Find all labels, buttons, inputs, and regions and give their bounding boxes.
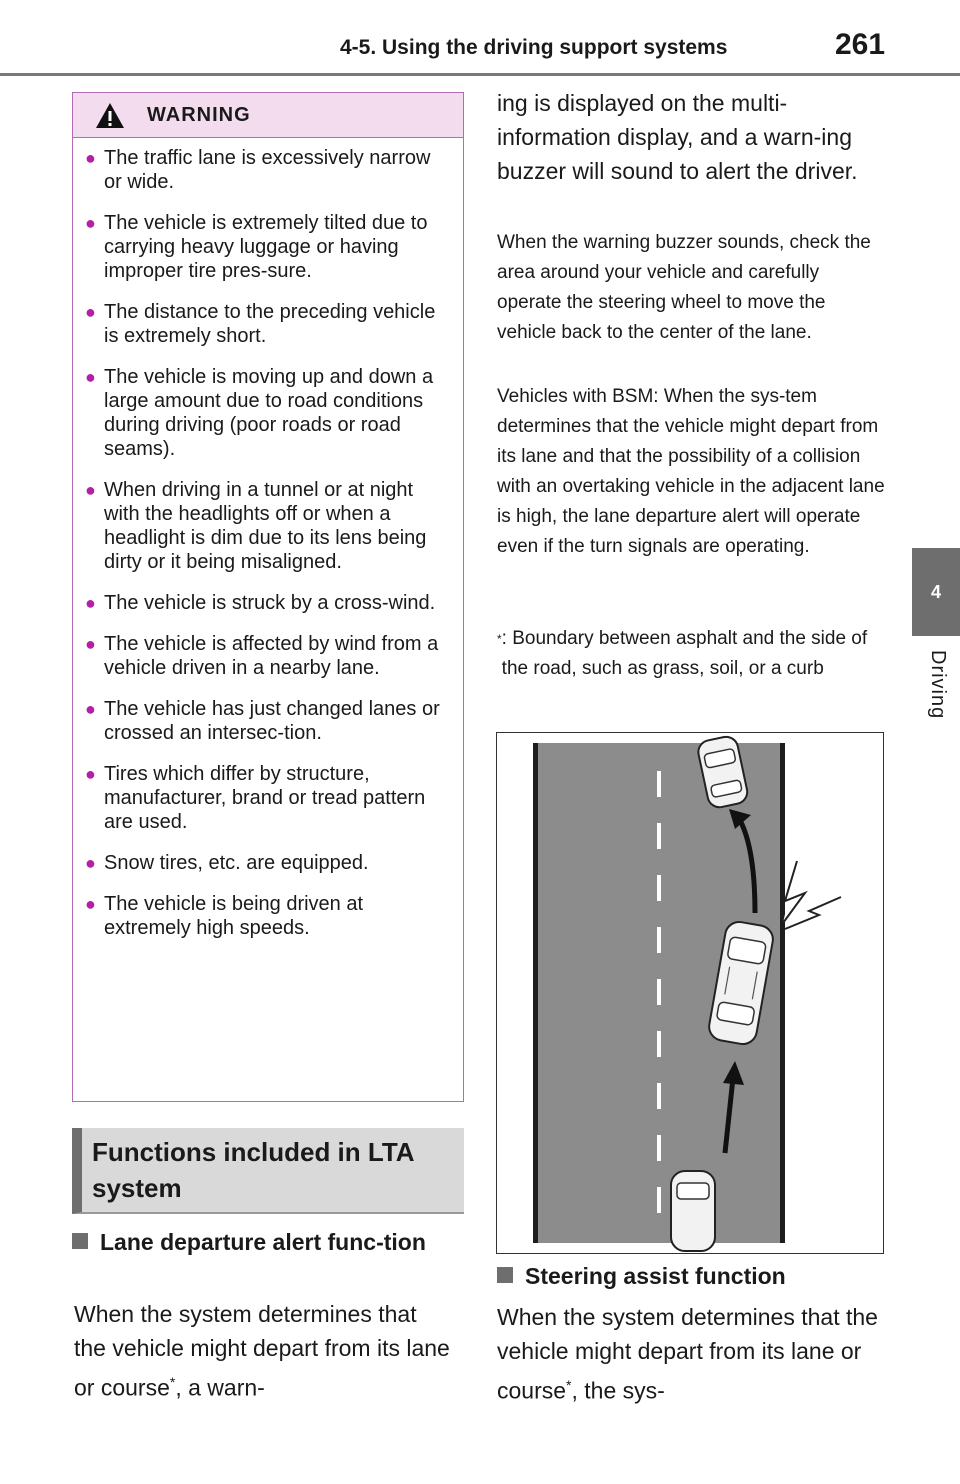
center-lane-dashes <box>657 771 661 1213</box>
lane-departure-text: When the system determines that the vehi… <box>74 1301 450 1401</box>
continuation-text: ing is displayed on the multi-informatio… <box>497 90 858 184</box>
warning-item: ●Tires which differ by structure, manufa… <box>85 763 426 833</box>
arrow-lower-head <box>723 1061 744 1085</box>
bullet-icon: ● <box>85 853 96 873</box>
warning-triangle-icon <box>96 102 124 128</box>
lightning-icon-2 <box>784 896 842 930</box>
subheading-lane-departure: Lane departure alert func-tion <box>72 1226 452 1259</box>
steering-assist-text: When the system determines that the vehi… <box>497 1304 878 1404</box>
bullet-icon: ● <box>85 367 96 387</box>
car-top <box>697 735 749 809</box>
bullet-icon: ● <box>85 480 96 500</box>
note-bsm: Vehicles with BSM: When the sys-tem dete… <box>497 386 885 557</box>
lane-departure-diagram <box>496 732 884 1254</box>
warning-list: ●The traffic lane is excessively narrow … <box>73 138 463 940</box>
bullet-icon: ● <box>85 213 96 233</box>
warning-item: ●The vehicle is extremely tilted due to … <box>85 212 428 282</box>
arrow-lower <box>722 1077 736 1154</box>
warning-item: ●The distance to the preceding vehicle i… <box>85 301 436 347</box>
warning-item: ●The vehicle is struck by a cross-wind. <box>85 592 436 614</box>
page-number: 261 <box>835 28 886 61</box>
chapter-number: 4 <box>930 581 941 602</box>
warning-item: ●When driving in a tunnel or at night wi… <box>85 479 427 573</box>
warning-title: WARNING <box>147 103 251 126</box>
warning-box: WARNING ●The traffic lane is excessively… <box>72 92 464 1102</box>
warning-item: ●The vehicle is moving up and down a lar… <box>85 366 434 460</box>
section-heading: Functions included in LTA system <box>72 1128 464 1214</box>
chapter-tab: 4 <box>912 548 960 636</box>
road-edge-left <box>533 743 538 1243</box>
road-edge-right <box>780 743 785 1243</box>
bullet-icon: ● <box>85 699 96 719</box>
bullet-icon: ● <box>85 764 96 784</box>
bullet-icon: ● <box>85 148 96 168</box>
note-buzzer: When the warning buzzer sounds, check th… <box>497 232 871 343</box>
lightning-icon-1 <box>782 860 808 924</box>
footnote: * : Boundary between asphalt and the sid… <box>497 628 868 679</box>
square-bullet-icon <box>497 1267 513 1283</box>
road-illustration <box>497 733 882 1252</box>
car-bottom <box>670 1170 716 1252</box>
warning-header: WARNING <box>73 93 463 138</box>
warning-item: ●The vehicle has just changed lanes or c… <box>85 698 440 744</box>
running-header-title: 4-5. Using the driving support systems <box>340 36 728 59</box>
car-middle <box>708 920 774 1046</box>
subheading-steering-assist: Steering assist function <box>497 1260 887 1293</box>
bullet-icon: ● <box>85 302 96 322</box>
header-rule <box>0 73 960 76</box>
warning-item: ●Snow tires, etc. are equipped. <box>85 852 369 874</box>
bullet-icon: ● <box>85 634 96 654</box>
bullet-icon: ● <box>85 894 96 914</box>
chapter-label: Driving <box>927 650 949 720</box>
warning-item: ●The traffic lane is excessively narrow … <box>85 147 431 193</box>
warning-item: ●The vehicle is affected by wind from a … <box>85 633 439 679</box>
arrow-upper-head <box>729 809 751 829</box>
square-bullet-icon <box>72 1233 88 1249</box>
bullet-icon: ● <box>85 593 96 613</box>
warning-item: ●The vehicle is being driven at extremel… <box>85 893 364 939</box>
